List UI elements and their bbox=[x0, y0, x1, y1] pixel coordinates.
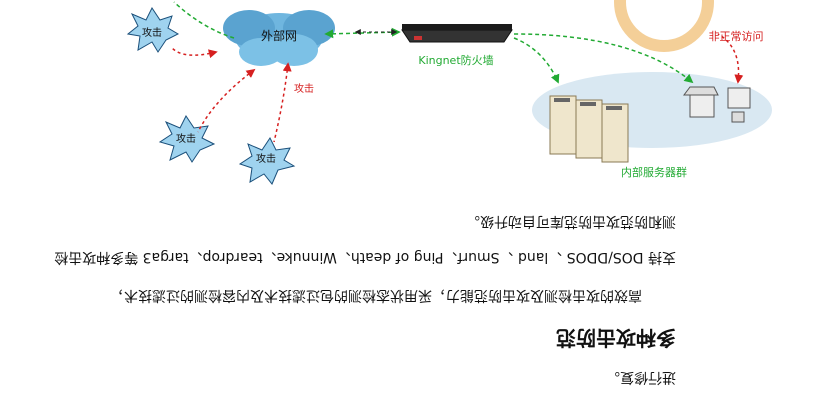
pc-icon bbox=[727, 87, 751, 123]
blocked-access-link bbox=[717, 33, 744, 84]
firewall-label: Kingnet防火墙 bbox=[418, 53, 493, 67]
attack-arrow-3 bbox=[273, 62, 292, 143]
firewall-device-icon bbox=[401, 24, 513, 43]
normal-link-cloud-left bbox=[173, 1, 235, 39]
attacker-2-label: 攻击 bbox=[176, 132, 196, 145]
text-line-4: 支持 DOS/DDOS 、land 、Smurf、Ping of death、W… bbox=[54, 249, 676, 265]
text-line-3: 高效的攻击检测及攻击防范能力，采用状态检测的包过滤技术及内容检测的过滤技术， bbox=[110, 287, 642, 303]
text-line-1: 进行修复。 bbox=[606, 369, 676, 385]
svg-text:攻击: 攻击 bbox=[256, 152, 276, 165]
svg-text:攻击: 攻击 bbox=[176, 132, 196, 145]
internet-cloud-icon bbox=[223, 10, 335, 66]
attacker-burst-3: 攻击 bbox=[238, 137, 296, 185]
blocked-circle-icon bbox=[614, 0, 714, 52]
blocked-access-label: 非正常访问 bbox=[709, 30, 764, 43]
attacker-3-label: 攻击 bbox=[256, 152, 276, 165]
laptop-icon bbox=[683, 86, 719, 118]
attack-arrow-1 bbox=[171, 47, 218, 59]
normal-link-firewall-servers bbox=[513, 37, 560, 84]
lan-label: 内部服务器群 bbox=[621, 165, 687, 179]
svg-text:攻击: 攻击 bbox=[142, 26, 162, 39]
attacker-1-label: 攻击 bbox=[142, 26, 162, 39]
section-heading: 多种攻击防范 bbox=[556, 326, 676, 350]
cloud-label: 外部网 bbox=[261, 28, 297, 43]
attack-word-label: 攻击 bbox=[294, 82, 314, 95]
text-line-5b: 测和防范攻击防范库可自动升级。 bbox=[466, 213, 676, 229]
normal-link-firewall-clients bbox=[513, 33, 694, 84]
attacker-burst-1: 攻击 bbox=[126, 7, 180, 53]
server-group-icon bbox=[549, 95, 629, 163]
